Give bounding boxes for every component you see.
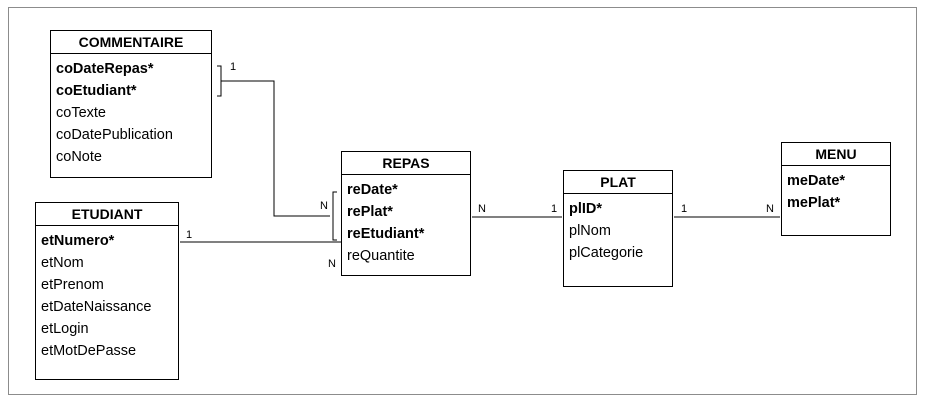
attribute-repas: reEtudiant* bbox=[347, 226, 425, 242]
cardinality-repas-etudiant-side: N bbox=[328, 258, 336, 270]
cardinality-menu-side: N bbox=[766, 203, 774, 215]
attribute-plat: plCategorie bbox=[569, 245, 644, 261]
attribute-etudiant: etPrenom bbox=[41, 277, 104, 293]
attribute-repas: reDate* bbox=[347, 182, 398, 198]
attribute-plat: plNom bbox=[569, 223, 611, 239]
attribute-list: etNumero* etNom etPrenom etDateNaissance etL… bbox=[36, 226, 178, 362]
attribute-commentaire: coDateRepas* bbox=[56, 61, 154, 77]
cardinality-repas-plat-side: N bbox=[478, 203, 486, 215]
attribute-commentaire: coDatePublication bbox=[56, 127, 173, 143]
attribute-etudiant: etMotDePasse bbox=[41, 343, 137, 359]
entity-title: REPAS bbox=[342, 152, 470, 175]
entity-title: PLAT bbox=[564, 171, 672, 194]
entity-plat: PLAT plID* plNom plCategorie bbox=[563, 170, 673, 287]
attribute-commentaire: coEtudiant* bbox=[56, 83, 137, 99]
cardinality-repas-commentaire-side: N bbox=[320, 200, 328, 212]
attribute-etudiant: etLogin bbox=[41, 321, 89, 337]
attribute-commentaire: coNote bbox=[56, 149, 102, 165]
attribute-repas: rePlat* bbox=[347, 204, 393, 220]
attribute-repas: reQuantite bbox=[347, 248, 415, 264]
attribute-list: meDate* mePlat* bbox=[782, 166, 890, 214]
attribute-list: coDateRepas* coEtudiant* coTexte coDatePubl… bbox=[51, 54, 211, 168]
attribute-menu: mePlat* bbox=[787, 195, 841, 211]
cardinality-etudiant-side: 1 bbox=[186, 229, 193, 241]
entity-commentaire: COMMENTAIRE coDateRepas* coEtudiant* coTex… bbox=[50, 30, 212, 178]
bracket-repas-keys bbox=[332, 191, 337, 241]
cardinality-plat-repas-side: 1 bbox=[551, 203, 558, 215]
attribute-menu: meDate* bbox=[787, 173, 846, 189]
attribute-etudiant: etNumero* bbox=[41, 233, 115, 249]
entity-etudiant: ETUDIANT etNumero* etNom etPrenom etDateNai… bbox=[35, 202, 179, 380]
attribute-list: plID* plNom plCategorie bbox=[564, 194, 672, 264]
entity-title: ETUDIANT bbox=[36, 203, 178, 226]
attribute-list: reDate* rePlat* reEtudiant* reQuantite bbox=[342, 175, 470, 267]
entity-title: COMMENTAIRE bbox=[51, 31, 211, 54]
attribute-etudiant: etNom bbox=[41, 255, 84, 271]
attribute-commentaire: coTexte bbox=[56, 105, 106, 121]
attribute-plat: plID* bbox=[569, 201, 603, 217]
diagram-frame bbox=[8, 7, 917, 395]
entity-title: MENU bbox=[782, 143, 890, 166]
attribute-etudiant: etDateNaissance bbox=[41, 299, 152, 315]
link-commentaire-repas bbox=[217, 65, 330, 217]
entity-menu: MENU meDate* mePlat* bbox=[781, 142, 891, 236]
cardinality-commentaire-side: 1 bbox=[230, 61, 237, 73]
cardinality-plat-menu-side: 1 bbox=[681, 203, 688, 215]
entity-repas: REPAS reDate* rePlat* reEtudiant* reQuantit… bbox=[341, 151, 471, 276]
